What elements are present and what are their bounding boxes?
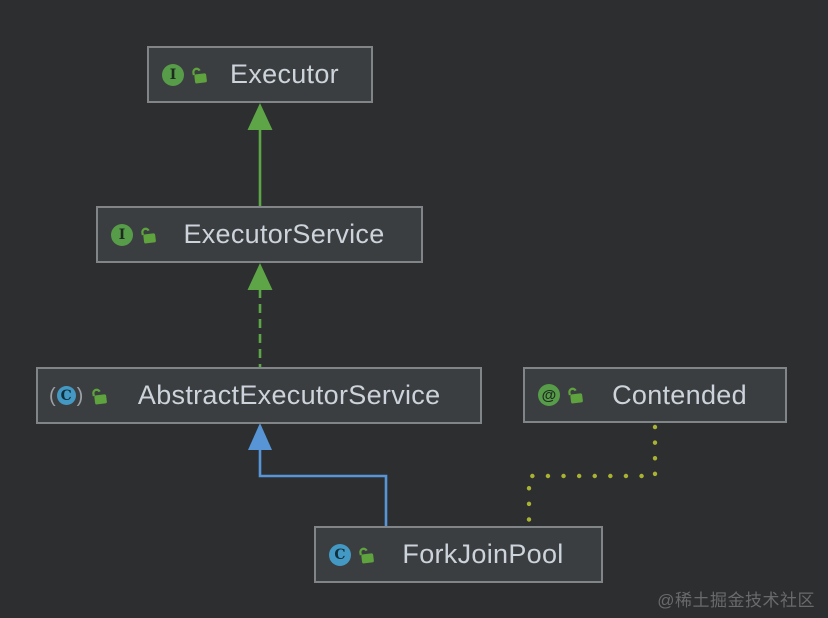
lock-open-icon <box>190 66 208 84</box>
interface-icon: I <box>162 63 184 86</box>
annotation-icon: @ <box>538 384 560 406</box>
abstract-class-icon: ( C ) <box>49 384 84 407</box>
class-icon: C <box>329 543 351 566</box>
node-fork-join-pool[interactable]: C ForkJoinPool <box>314 526 603 583</box>
node-label: ExecutorService <box>183 219 385 249</box>
node-contended[interactable]: @ Contended <box>523 367 787 423</box>
node-label: Executor <box>230 59 339 89</box>
edge-abstractexecutorservice-implements-executorservice <box>247 263 273 368</box>
lock-open-icon <box>357 546 375 564</box>
node-label: AbstractExecutorService <box>137 380 441 410</box>
node-label: ForkJoinPool <box>402 539 564 569</box>
lock-open-icon <box>90 387 108 405</box>
node-label: Contended <box>612 379 747 410</box>
node-abstract-executor-service[interactable]: ( C ) AbstractExecutorService <box>36 367 482 424</box>
edge-forkjoinpool-extends-abstractexecutorservice <box>248 423 388 527</box>
edge-forkjoinpool-annotation-contended <box>526 424 658 527</box>
edge-executorservice-extends-executor <box>247 103 273 207</box>
node-executor-service[interactable]: I ExecutorService <box>96 206 423 263</box>
lock-open-icon <box>566 386 584 404</box>
node-executor[interactable]: I Executor <box>147 46 373 103</box>
watermark-text: @稀土掘金技术社区 <box>657 591 815 610</box>
lock-open-icon <box>139 226 157 244</box>
interface-icon: I <box>111 223 133 246</box>
